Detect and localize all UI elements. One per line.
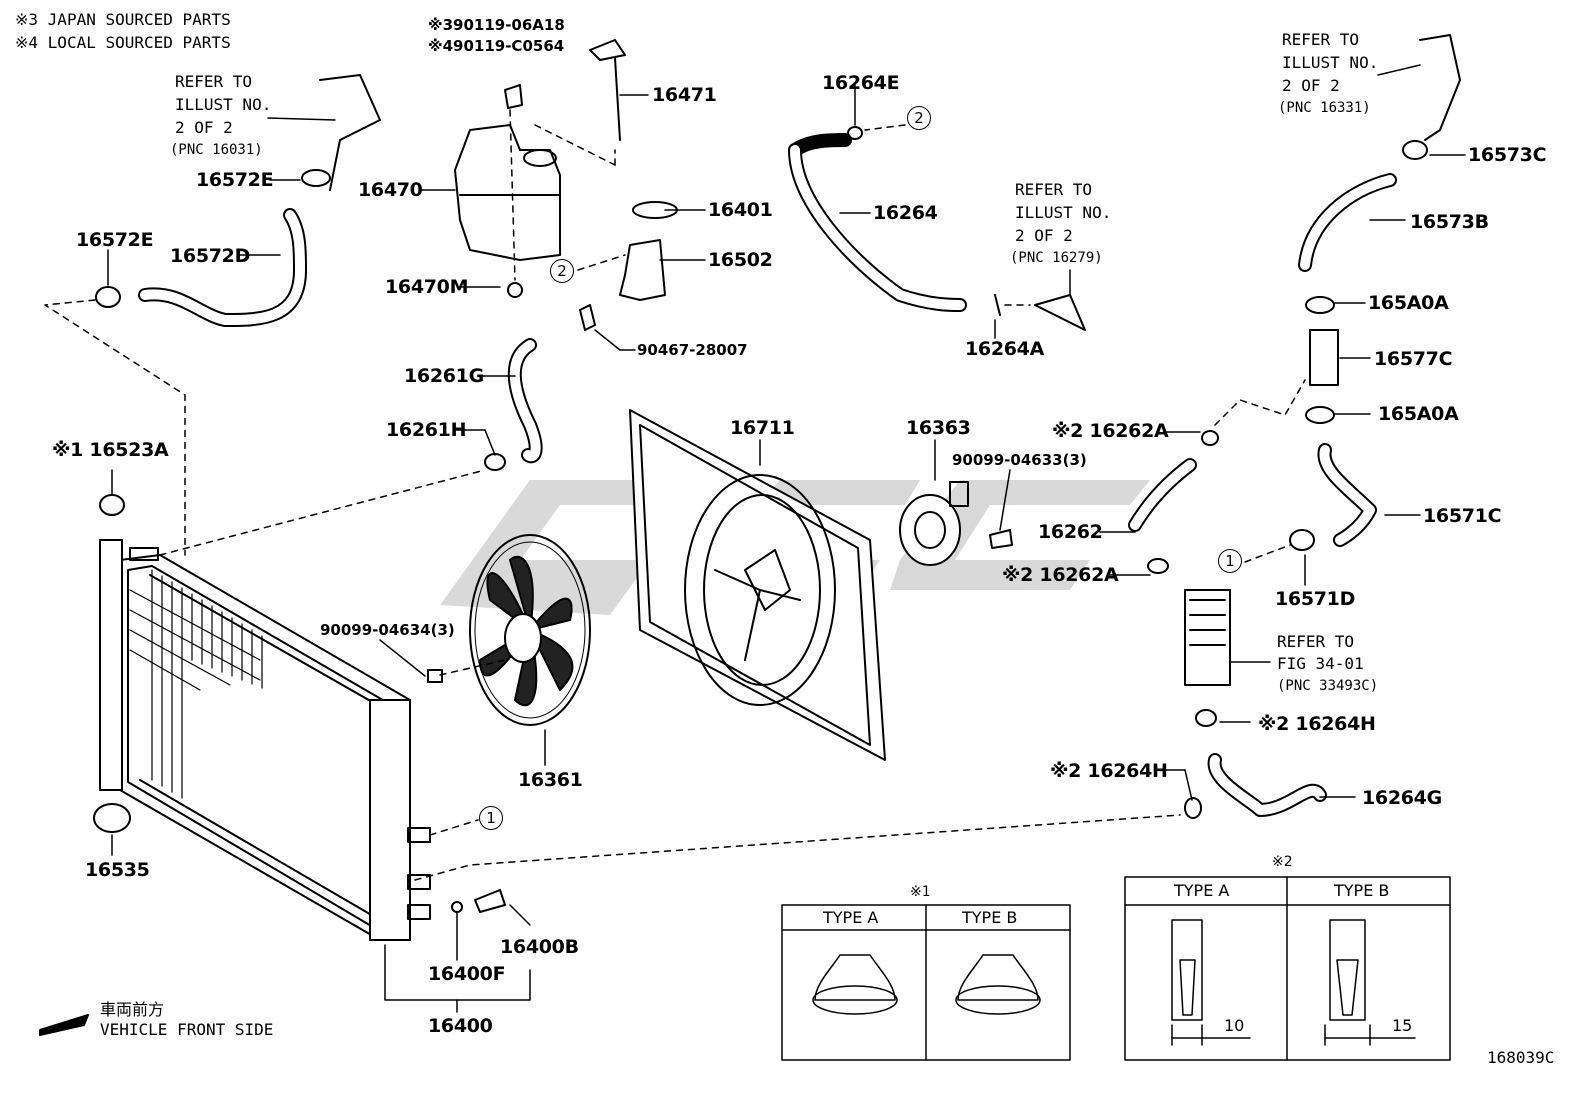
- ref-note-line: (PNC 16279): [1010, 250, 1103, 266]
- clamp-drawings: [39, 34, 1461, 1036]
- part-label-16264h[interactable]: ※2 16264H: [1050, 760, 1168, 782]
- part-label-16471[interactable]: 16471: [652, 84, 717, 106]
- ref-note-line: ILLUST NO.: [1282, 53, 1379, 72]
- part-label-16400b[interactable]: 16400B: [500, 936, 579, 958]
- part-label-16264a[interactable]: 16264A: [965, 338, 1045, 360]
- part-label-16262a[interactable]: ※2 16262A: [1052, 420, 1169, 442]
- ref-note-line: REFER TO: [1015, 180, 1093, 199]
- part-label-16573b[interactable]: 16573B: [1410, 211, 1489, 233]
- part-label-16361[interactable]: 16361: [518, 769, 583, 791]
- part-label-16401[interactable]: 16401: [708, 199, 773, 221]
- ref-note-line: ILLUST NO.: [1015, 203, 1112, 222]
- type-tables: [781, 876, 1451, 1061]
- part-label-16261g[interactable]: 16261G: [404, 365, 484, 387]
- part-label-90099-04634[interactable]: 90099-04634(3): [320, 621, 455, 639]
- part-label-16264g[interactable]: 16264G: [1362, 787, 1442, 809]
- radiator-drawing: [99, 539, 431, 941]
- ref-note-line: 2 OF 2: [1282, 76, 1340, 95]
- part-label-165a0a[interactable]: 165A0A: [1378, 403, 1459, 425]
- table1-type-a: TYPE A: [823, 908, 879, 927]
- table2-dim-10: 10: [1224, 1016, 1245, 1035]
- part-label-16261h[interactable]: 16261H: [386, 419, 467, 441]
- part-label-16571d[interactable]: 16571D: [1275, 588, 1356, 610]
- ref-note-line: 2 OF 2: [175, 118, 233, 137]
- reservoir-tank-drawing: [454, 124, 561, 261]
- callout-2: 2: [550, 259, 574, 283]
- table1-type-b: TYPE B: [962, 908, 1018, 927]
- callout-2: 2: [907, 106, 931, 130]
- table2-type-b: TYPE B: [1334, 881, 1390, 900]
- part-label-90119-06a18[interactable]: ※390119-06A18: [428, 16, 565, 34]
- ref-note-line: (PNC 16031): [170, 142, 263, 158]
- ref-note-line: 2 OF 2: [1015, 226, 1073, 245]
- table2-mark: ※2: [1272, 854, 1293, 870]
- part-label-16363[interactable]: 16363: [906, 417, 971, 439]
- part-label-16577c[interactable]: 16577C: [1374, 348, 1453, 370]
- part-label-16571c[interactable]: 16571C: [1423, 505, 1502, 527]
- cooling-fan-drawing: [469, 534, 591, 726]
- part-label-16572d[interactable]: 16572D: [170, 245, 251, 267]
- figure-id: 168039C: [1487, 1048, 1555, 1067]
- ref-note-line: REFER TO: [1277, 632, 1355, 651]
- part-label-90099-04633[interactable]: 90099-04633(3): [952, 451, 1087, 469]
- part-label-16400[interactable]: 16400: [428, 1015, 493, 1037]
- vehicle-front-jp: 車両前方: [100, 1000, 165, 1019]
- dashed-lines: [44, 109, 1306, 881]
- part-label-90467-28007[interactable]: 90467-28007: [637, 341, 748, 359]
- ref-note-line: (PNC 33493C): [1277, 678, 1379, 694]
- part-label-16470[interactable]: 16470: [358, 179, 423, 201]
- part-label-90119-c0564[interactable]: ※490119-C0564: [428, 37, 565, 55]
- part-label-165a0a[interactable]: 165A0A: [1368, 292, 1449, 314]
- part-label-16264e[interactable]: 16264E: [822, 72, 900, 94]
- ref-note-line: ILLUST NO.: [175, 95, 272, 114]
- ref-note-line: FIG 34-01: [1277, 654, 1364, 673]
- callout-1: 1: [1218, 549, 1242, 573]
- part-label-16262a[interactable]: ※2 16262A: [1002, 564, 1119, 586]
- table2-dim-15: 15: [1392, 1016, 1413, 1035]
- ref-note-line: REFER TO: [1282, 30, 1360, 49]
- part-label-16400f[interactable]: 16400F: [428, 963, 506, 985]
- part-label-16523a[interactable]: ※1 16523A: [52, 439, 169, 461]
- leader-lines: [107, 64, 1466, 1013]
- part-label-16535[interactable]: 16535: [85, 859, 150, 881]
- part-label-16264[interactable]: 16264: [873, 202, 938, 224]
- table1-mark: ※1: [910, 884, 931, 900]
- part-label-16572e[interactable]: 16572E: [76, 229, 154, 251]
- ref-note-line: REFER TO: [175, 72, 253, 91]
- fan-shroud-drawing: [629, 409, 886, 761]
- oil-cooler-drawing: [1184, 589, 1231, 686]
- vehicle-front-en: VEHICLE FRONT SIDE: [100, 1020, 274, 1039]
- table2-type-a: TYPE A: [1174, 881, 1230, 900]
- fan-motor-drawing: [899, 481, 969, 566]
- part-label-16573c[interactable]: 16573C: [1468, 144, 1547, 166]
- part-label-16502[interactable]: 16502: [708, 249, 773, 271]
- note-japan-sourced: ※3 JAPAN SOURCED PARTS: [15, 10, 231, 29]
- part-label-16711[interactable]: 16711: [730, 417, 795, 439]
- callout-1: 1: [479, 806, 503, 830]
- note-local-sourced: ※4 LOCAL SOURCED PARTS: [15, 33, 231, 52]
- ref-note-line: (PNC 16331): [1278, 100, 1371, 116]
- part-label-16264h[interactable]: ※2 16264H: [1258, 713, 1376, 735]
- part-label-16572e[interactable]: 16572E: [196, 169, 274, 191]
- part-label-16470m[interactable]: 16470M: [385, 276, 469, 298]
- part-label-16262[interactable]: 16262: [1038, 521, 1103, 543]
